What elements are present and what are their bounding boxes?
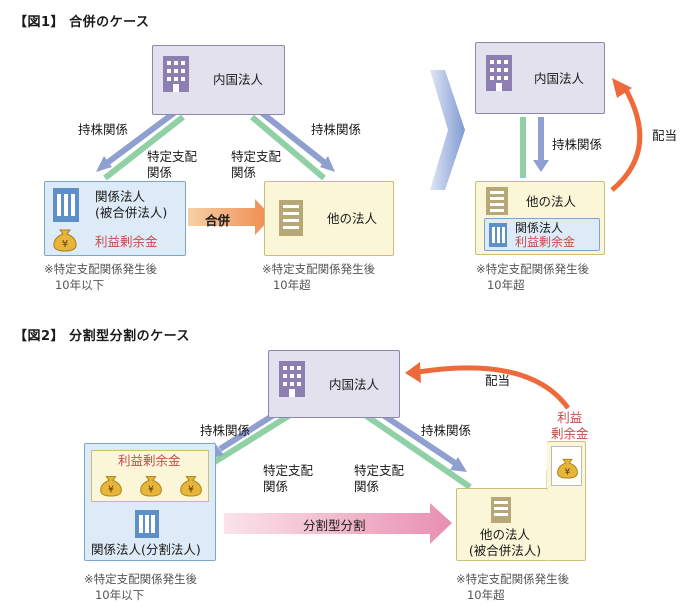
- fig1-after-mochikabu-arrow: [533, 117, 549, 172]
- fig2-right-tokutei-line: [363, 412, 472, 490]
- svg-text:¥: ¥: [148, 484, 154, 495]
- tano-label: 他の法人: [526, 194, 577, 209]
- naikoku-label: 内国法人: [329, 377, 380, 392]
- fig1-right-tokutei-line: [250, 114, 326, 181]
- fig1-after-naikoku-box: 内国法人: [475, 42, 605, 114]
- building-icon: [279, 361, 305, 397]
- building-icon: [486, 187, 508, 215]
- fig2-mochikabu-left: 持株関係: [200, 423, 251, 438]
- fig1-after-tano-box: 他の法人 関係法人 利益剰余金: [475, 181, 605, 255]
- fig1-tokutei-left: 特定支配関係: [147, 149, 198, 180]
- fig1-left-mochikabu-arrow: [96, 110, 176, 172]
- fig1-left-tokutei-line: [103, 114, 185, 181]
- money-bag-icon: ¥: [140, 476, 162, 497]
- fig1-after-mochikabu: 持株関係: [552, 137, 603, 152]
- building-icon: [163, 56, 189, 92]
- money-bag-icon: ¥: [557, 458, 578, 479]
- fig1-note-right: ※特定支配関係発生後 10年超: [262, 262, 376, 292]
- naikoku-label: 内国法人: [534, 71, 585, 86]
- svg-text:¥: ¥: [188, 484, 194, 495]
- fig2-haito-arrow: [405, 362, 571, 410]
- money-bag-icon: ¥: [53, 229, 77, 252]
- building-icon: [486, 55, 512, 91]
- gappei-label: 合併: [205, 213, 231, 228]
- side-rieki-box: ¥: [551, 446, 582, 486]
- fig1-tokutei-right: 特定支配関係: [231, 149, 282, 180]
- fig1-naikoku-box: 内国法人: [152, 45, 285, 115]
- fig1-haito-arrow: [610, 78, 643, 192]
- fig1-after-note: ※特定支配関係発生後 10年超: [476, 262, 590, 292]
- fig2-tokutei-left: 特定支配関係: [263, 463, 314, 494]
- fig2-right-mochikabu-arrow: [375, 408, 467, 472]
- building-icon: [491, 497, 511, 523]
- fig2-left-tokutei-line: [203, 412, 292, 471]
- building-icon: [279, 200, 303, 236]
- fig1-after-haito: 配当: [652, 128, 678, 143]
- bunkatsu-arrow: [224, 503, 452, 544]
- fig1-after-kankei-box: 関係法人 利益剰余金: [484, 218, 600, 251]
- rieki-label: 利益剰余金: [95, 234, 158, 249]
- kankei-label: 関係法人(分割法人): [91, 542, 201, 557]
- kankei-label: 関係法人: [515, 221, 564, 235]
- fig2-note-left: ※特定支配関係発生後 10年以下: [84, 572, 198, 602]
- svg-text:¥: ¥: [108, 484, 114, 495]
- fig1-mochikabu-right: 持株関係: [311, 122, 362, 137]
- fig1-kankei-box: ¥ 関係法人(被合併法人) 利益剰余金: [44, 181, 186, 256]
- fig1-mochikabu-left: 持株関係: [78, 122, 129, 137]
- fig2-side-column: ¥: [547, 441, 586, 561]
- fig1-note-left: ※特定支配関係発生後 10年以下: [44, 262, 158, 292]
- fig2-kankei-box: 利益剰余金 ¥ ¥ ¥ 関係法人(分割法人): [84, 443, 216, 561]
- building-icon: [53, 188, 79, 222]
- fig2-tokutei-right: 特定支配関係: [354, 463, 405, 494]
- tano-label: 他の法人: [327, 211, 378, 226]
- rieki-label: 利益剰余金: [118, 453, 181, 468]
- money-bag-icon: ¥: [180, 476, 202, 497]
- tano-label: 他の法人(被合併法人): [468, 527, 542, 558]
- fig1-heading: 【図1】 合併のケース: [14, 15, 150, 30]
- building-icon: [489, 223, 507, 247]
- fig1-tano-box: 他の法人: [264, 181, 394, 256]
- kankei-label: 関係法人(被合併法人): [95, 189, 168, 220]
- bunkatsu-label: 分割型分割: [303, 518, 366, 533]
- svg-text:¥: ¥: [565, 468, 571, 478]
- fig2-heading: 【図2】 分割型分割のケース: [14, 329, 190, 344]
- fig2-haito: 配当: [485, 373, 511, 388]
- rieki-label: 利益剰余金: [515, 235, 576, 249]
- fig2-tano-box: 他の法人(被合併法人): [456, 488, 548, 561]
- rieki-inner-box: 利益剰余金 ¥ ¥ ¥: [91, 450, 209, 502]
- fig2-mochikabu-right: 持株関係: [421, 423, 472, 438]
- svg-text:¥: ¥: [62, 239, 68, 250]
- building-icon: [135, 510, 159, 538]
- fig2-naikoku-box: 内国法人: [268, 350, 400, 418]
- transition-arrow: [430, 70, 465, 190]
- money-bag-icon: ¥: [100, 476, 122, 497]
- fig1-right-mochikabu-arrow: [260, 110, 335, 172]
- fig2-note-right: ※特定支配関係発生後 10年超: [456, 572, 570, 602]
- naikoku-label: 内国法人: [213, 72, 264, 87]
- fig2-rieki-side: 利益剰余金: [551, 410, 589, 441]
- gappei-arrow: [188, 199, 272, 235]
